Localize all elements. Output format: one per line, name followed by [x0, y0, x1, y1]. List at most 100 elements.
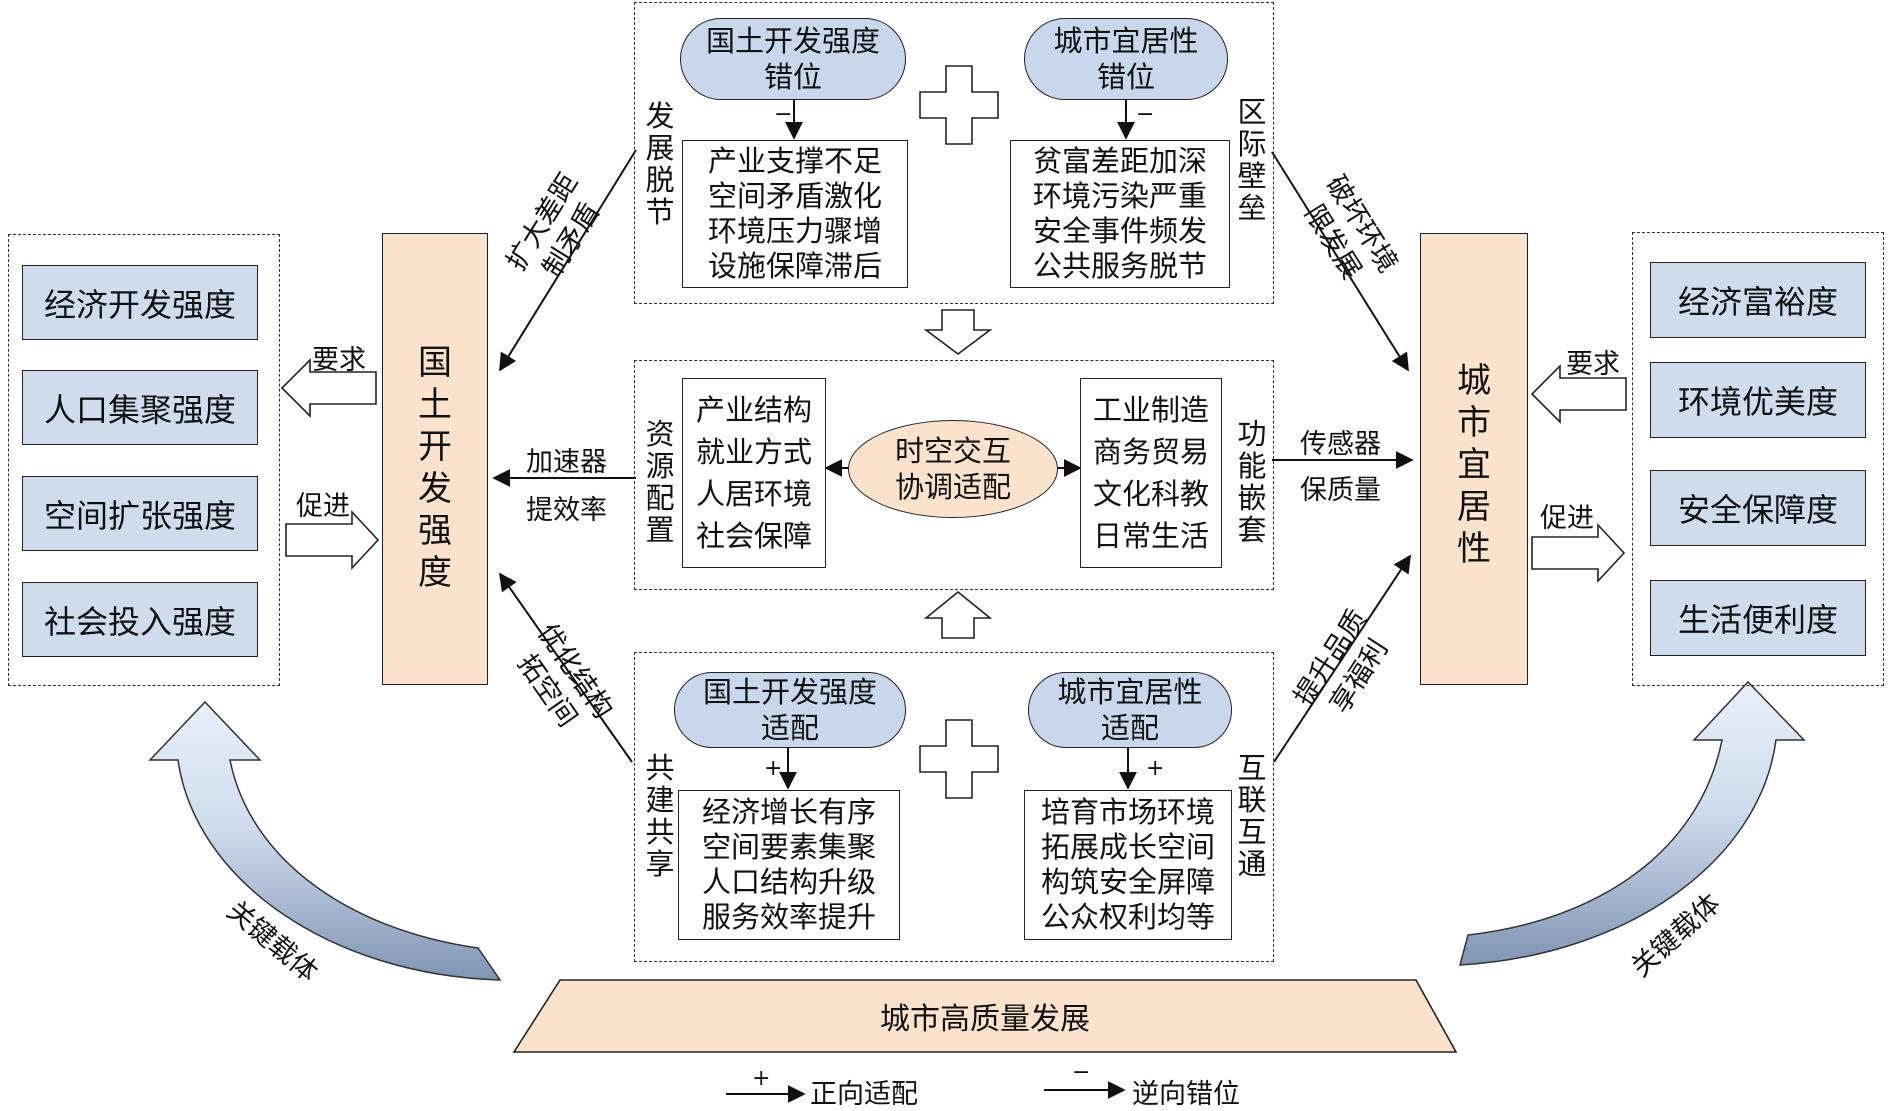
oval-line: 时空交互 [894, 434, 1011, 468]
list-line: 就业方式 [695, 435, 812, 469]
mid-left-list: 产业结构 就业方式 人居环境 社会保障 [682, 378, 826, 568]
side-char: 际 [1237, 127, 1267, 161]
list-line: 拓展成长空间 [1040, 830, 1215, 864]
list-line: 服务效率提升 [701, 900, 876, 934]
pill-line: 错位 [763, 60, 822, 94]
right-main-char: 宜 [1457, 445, 1491, 485]
right-panel [1632, 232, 1884, 686]
side-char: 功 [1237, 417, 1267, 451]
top-left-minus: − [774, 102, 793, 127]
legend-neg-label: 逆向错位 [1132, 1079, 1240, 1110]
bottom-section [634, 652, 1274, 962]
side-char: 资 [645, 417, 675, 451]
left-main-char: 度 [418, 553, 452, 593]
list-line: 工业制造 [1092, 393, 1209, 427]
side-char: 配 [645, 481, 675, 515]
side-char: 区 [1237, 95, 1267, 129]
bottom-left-plus: + [764, 756, 783, 781]
pill-line: 错位 [1096, 60, 1155, 94]
left-main-char: 开 [418, 427, 452, 467]
pill-line: 城市宜居性 [1057, 675, 1203, 709]
side-char: 互 [1237, 815, 1267, 849]
side-char: 节 [645, 195, 675, 229]
connector-mid-right-bottom: 保质量 [1300, 475, 1381, 506]
left-item-0: 经济开发强度 [22, 265, 258, 340]
top-right-pill: 城市宜居性 错位 [1024, 18, 1228, 100]
side-char: 发 [645, 99, 675, 133]
right-item-3: 生活便利度 [1650, 580, 1866, 656]
list-line: 产业结构 [695, 393, 812, 427]
pill-line: 城市宜居性 [1053, 24, 1199, 58]
top-right-list: 贫富差距加深 环境污染严重 安全事件频发 公共服务脱节 [1010, 140, 1230, 288]
side-char: 建 [645, 783, 675, 817]
curve-arrow-right [1459, 680, 1806, 966]
top-right-minus: − [1136, 102, 1155, 127]
list-line: 环境压力骤增 [707, 214, 882, 248]
pill-line: 适配 [1100, 711, 1159, 745]
top-section [634, 2, 1274, 304]
list-line: 环境污染严重 [1032, 179, 1207, 213]
side-char: 共 [645, 751, 675, 785]
list-line: 空间要素集聚 [701, 830, 876, 864]
base-trapezoid [512, 979, 1458, 1053]
right-item-0: 经济富裕度 [1650, 262, 1866, 338]
base-label: 城市高质量发展 [880, 1002, 1090, 1037]
right-main-char: 性 [1457, 529, 1491, 569]
side-char: 能 [1237, 449, 1267, 483]
left-item-1: 人口集聚强度 [22, 370, 258, 445]
block-arrow-right-require [1530, 364, 1627, 424]
right-main-char: 市 [1457, 403, 1491, 443]
side-char: 脱 [645, 163, 675, 197]
list-line: 日常生活 [1092, 519, 1209, 553]
side-char: 享 [645, 847, 675, 881]
right-main-title: 城 市 宜 居 性 [1420, 360, 1528, 570]
side-char: 通 [1237, 847, 1267, 881]
bottom-right-list: 培育市场环境 拓展成长空间 构筑安全屏障 公众权利均等 [1024, 790, 1232, 940]
list-line: 公共服务脱节 [1032, 249, 1207, 283]
bottom-left-side-text: 共 建 共 享 [640, 752, 680, 880]
left-panel [8, 234, 280, 686]
block-arrow-up [923, 590, 993, 639]
mid-right-side-text: 功 能 嵌 套 [1232, 418, 1272, 546]
left-require-label: 要求 [312, 345, 366, 376]
side-char: 垒 [1237, 191, 1267, 225]
list-line: 人居环境 [695, 477, 812, 511]
bottom-left-list: 经济增长有序 空间要素集聚 人口结构升级 服务效率提升 [678, 790, 900, 940]
right-item-2: 安全保障度 [1650, 470, 1866, 546]
side-char: 展 [645, 131, 675, 165]
left-main-char: 土 [418, 385, 452, 425]
oval-line: 协调适配 [894, 470, 1011, 504]
legend-pos-sign: + [752, 1066, 771, 1091]
list-line: 文化科教 [1092, 477, 1209, 511]
bottom-right-side-text: 互 联 互 通 [1232, 752, 1272, 880]
left-item-2: 空间扩张强度 [22, 476, 258, 551]
side-char: 置 [645, 513, 675, 547]
connector-mid-right-top: 传感器 [1300, 429, 1381, 460]
block-arrow-left-require [280, 358, 377, 418]
list-line: 经济增长有序 [701, 795, 876, 829]
pill-line: 适配 [760, 711, 819, 745]
middle-section [634, 360, 1274, 590]
right-main-char: 居 [1457, 487, 1491, 527]
pill-line: 国土开发强度 [702, 675, 877, 709]
side-char: 壁 [1237, 159, 1267, 193]
bottom-right-plus: + [1146, 756, 1165, 781]
top-left-list: 产业支撑不足 空间矛盾激化 环境压力骤增 设施保障滞后 [682, 140, 908, 288]
list-line: 公众权利均等 [1040, 900, 1215, 934]
plus-shape-bottom [919, 719, 999, 799]
center-oval: 时空交互 协调适配 [848, 420, 1058, 518]
side-char: 互 [1237, 751, 1267, 785]
side-char: 嵌 [1237, 481, 1267, 515]
side-char: 套 [1237, 513, 1267, 547]
side-char: 源 [645, 449, 675, 483]
arrow-bottom-left [498, 572, 633, 763]
plus-shape-top [919, 65, 999, 145]
block-arrow-left-promote [285, 509, 380, 571]
legend-neg-sign: − [1072, 1060, 1091, 1085]
connector-mid-left-bottom: 提效率 [526, 495, 607, 526]
left-main-title: 国 土 开 发 强 度 [382, 342, 488, 594]
left-item-3: 社会投入强度 [22, 582, 258, 657]
side-char: 共 [645, 815, 675, 849]
